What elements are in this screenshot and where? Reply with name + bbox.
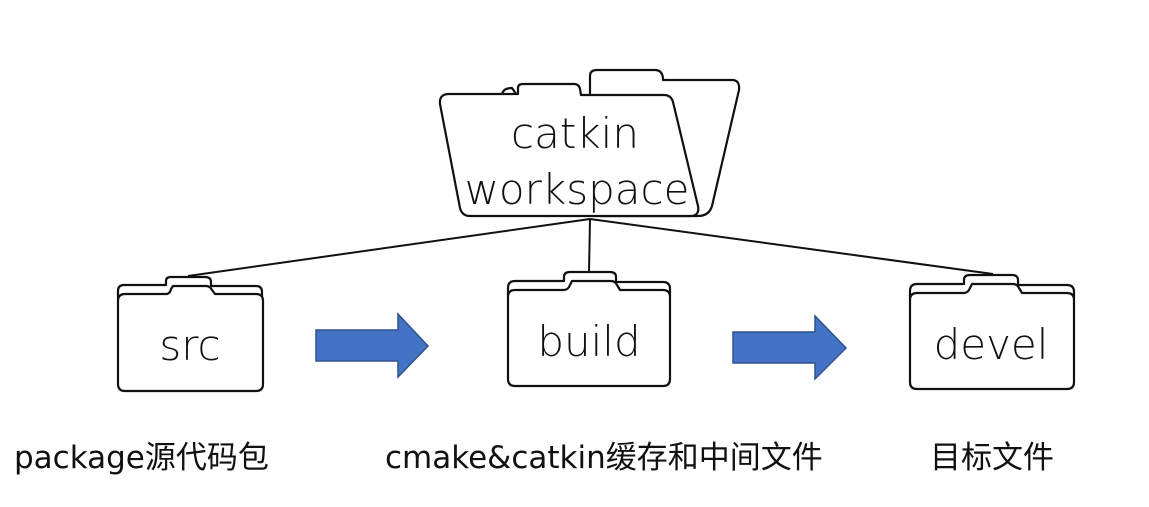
connector-devel: [589, 218, 994, 275]
devel-caption: 目标文件: [930, 440, 1054, 476]
catkin-workspace-folder: catkin workspace: [438, 68, 741, 218]
devel-folder-front: [908, 282, 1076, 391]
root-label-line1: catkin: [511, 109, 639, 158]
tree-connectors: [187, 218, 994, 277]
devel-folder: devel: [908, 273, 1076, 391]
arrow-src-to-build: [315, 312, 430, 379]
root-folder-front: [438, 82, 700, 218]
connector-src: [187, 218, 591, 277]
root-label-line2: workspace: [465, 165, 690, 214]
src-folder-front: [116, 284, 265, 393]
src-folder: src: [116, 275, 265, 393]
build-caption: cmake&catkin缓存和中间文件: [385, 440, 823, 476]
src-label: src: [159, 321, 220, 370]
build-folder-front: [506, 279, 672, 388]
arrow-build-to-devel: [732, 314, 848, 381]
connector-build: [588, 218, 591, 273]
build-label: build: [537, 317, 640, 366]
build-folder: build: [506, 270, 672, 388]
devel-label: devel: [934, 320, 1049, 369]
src-caption: package源代码包: [14, 440, 269, 476]
